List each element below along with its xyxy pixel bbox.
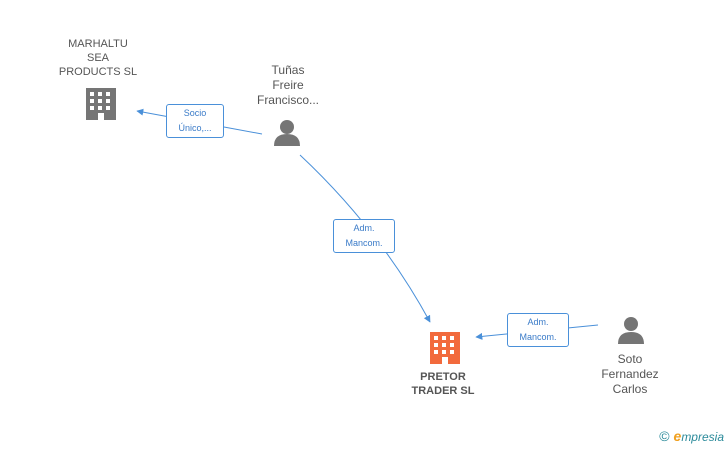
brand-rest: mpresia	[681, 430, 724, 444]
tunas-line-3: Francisco...	[256, 93, 319, 107]
marhaltu-line-1: MARHALTU	[68, 38, 128, 50]
adm1-line-2: Mancom.	[345, 238, 383, 248]
node-label-pretor[interactable]: PRETOR TRADER SL	[393, 370, 493, 398]
node-label-marhaltu[interactable]: MARHALTU SEA PRODUCTS SL	[48, 37, 148, 79]
brand-e: e	[673, 428, 682, 444]
adm2-line-2: Mancom.	[519, 332, 557, 342]
node-label-tunas[interactable]: Tuñas Freire Francisco...	[238, 63, 338, 108]
edge-label-adm-soto[interactable]: Adm. Mancom.	[507, 313, 569, 347]
building-icon-marhaltu[interactable]	[86, 88, 116, 120]
soto-line-2: Fernandez	[601, 367, 659, 381]
marhaltu-line-2: SEA	[86, 52, 109, 64]
socio-line-1: Socio	[183, 108, 207, 118]
building-icon-pretor[interactable]	[430, 332, 460, 364]
tunas-line-1: Tuñas	[271, 63, 305, 77]
pretor-line-2: TRADER SL	[411, 385, 475, 397]
person-icon-tunas[interactable]	[274, 120, 300, 146]
person-icon-soto[interactable]	[618, 317, 644, 344]
tunas-line-2: Freire	[272, 78, 304, 92]
socio-line-2: Único,...	[178, 123, 212, 133]
soto-line-3: Carlos	[612, 382, 648, 396]
copyright-symbol: ©	[659, 428, 670, 444]
marhaltu-line-3: PRODUCTS SL	[58, 66, 138, 78]
edge-label-adm-tunas[interactable]: Adm. Mancom.	[333, 219, 395, 253]
node-label-soto[interactable]: Soto Fernandez Carlos	[580, 352, 680, 397]
soto-line-1: Soto	[617, 352, 643, 366]
pretor-line-1: PRETOR	[420, 371, 466, 383]
edge-label-socio[interactable]: Socio Único,...	[166, 104, 224, 138]
adm1-line-1: Adm.	[353, 223, 375, 233]
empresia-logo[interactable]: © empresia	[659, 428, 724, 444]
adm2-line-1: Adm.	[527, 317, 549, 327]
